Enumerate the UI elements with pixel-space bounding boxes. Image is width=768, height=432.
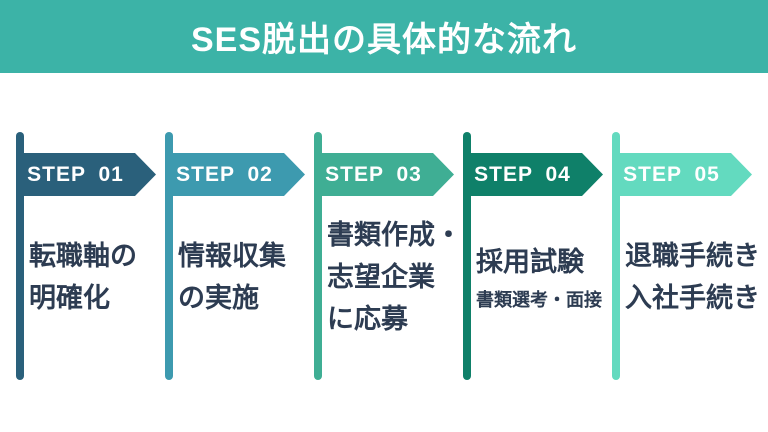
step-02-text-line: 情報収集 <box>178 241 286 271</box>
step-05-bar <box>612 132 620 380</box>
step-05-text-line: 退職手続き <box>625 241 760 271</box>
step-02-bar <box>165 132 173 380</box>
step-01-bar <box>16 132 24 380</box>
step-04-subtitle: 書類選考・面接 <box>476 289 602 310</box>
step-04-text-line: 採用試験 <box>476 246 584 277</box>
page-title: SES脱出の具体的な流れ <box>190 21 578 59</box>
step-04-bar <box>463 132 471 380</box>
step-04-pennant-arrow: STEP 04 <box>463 153 603 196</box>
step-02-pennant-arrow: STEP 02 <box>165 153 305 196</box>
step-03-bar <box>314 132 322 380</box>
step-03-label: STEP 03 <box>325 162 422 186</box>
step-05-label: STEP 05 <box>623 162 720 186</box>
step-01-label: STEP 01 <box>27 162 124 186</box>
step-03-text-line: に応募 <box>327 304 408 334</box>
step-03-description: 書類作成・ 志望企業 に応募 <box>327 197 469 357</box>
step-05-description: 退職手続き 入社手続き <box>625 197 767 357</box>
step-03-pennant-arrow: STEP 03 <box>314 153 454 196</box>
step-04-description: 採用試験 書類選考・面接 <box>476 197 618 357</box>
step-04-label: STEP 04 <box>474 162 571 186</box>
step-02-description: 情報収集 の実施 <box>178 197 320 357</box>
step-01-pennant-arrow: STEP 01 <box>16 153 156 196</box>
header-banner: SES脱出の具体的な流れ <box>0 0 768 73</box>
step-01: STEP 01 転職軸の 明確化 <box>16 132 176 380</box>
step-02-label: STEP 02 <box>176 162 273 186</box>
step-02-text-line: の実施 <box>178 283 259 313</box>
step-03-text-line: 書類作成・ <box>327 220 462 250</box>
step-05-pennant-arrow: STEP 05 <box>612 153 752 196</box>
step-04: STEP 04 採用試験 書類選考・面接 <box>463 132 623 380</box>
step-01-text-line: 明確化 <box>29 283 110 313</box>
step-01-text-line: 転職軸の <box>29 241 137 271</box>
step-02: STEP 02 情報収集 の実施 <box>165 132 325 380</box>
step-05: STEP 05 退職手続き 入社手続き <box>612 132 768 380</box>
step-05-text-line: 入社手続き <box>625 283 760 313</box>
step-03: STEP 03 書類作成・ 志望企業 に応募 <box>314 132 474 380</box>
step-01-description: 転職軸の 明確化 <box>29 197 171 357</box>
step-03-text-line: 志望企業 <box>327 262 435 292</box>
